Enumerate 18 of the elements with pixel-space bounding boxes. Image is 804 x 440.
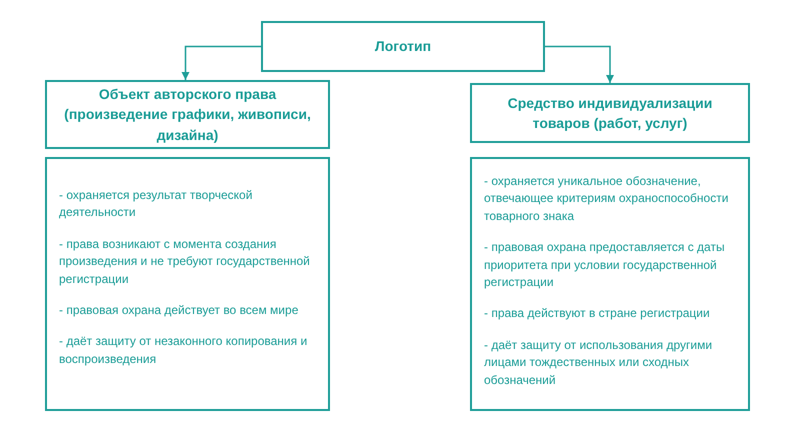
arrow <box>545 46 614 83</box>
arrow <box>182 46 261 80</box>
bullet-text: - права возникают с момента создания произведения и не требуют государственной регистрации <box>59 236 311 288</box>
bullet-text: - охраняется уникальное обозначение, отвечающее критериям охраноспособности товарного знака <box>484 173 730 225</box>
text-box <box>45 157 330 411</box>
bullet-text: - охраняется результат творческой деятельности <box>59 187 254 222</box>
heading-text: Средство индивидуализации товаров (работ, услуг) <box>506 94 714 133</box>
bullet-text: - правовая охрана предоставляется с даты приоритета при условии государственной регистрации <box>484 239 726 291</box>
bullet-text: - даёт защиту от использования другими лицами тождественных или сходных обозначений <box>484 336 714 389</box>
text-box <box>470 157 750 411</box>
heading-box <box>470 83 750 143</box>
bullet-text: - права действуют в стране регистрации <box>484 305 711 322</box>
heading-text: Объект авторского права (произведение графики, живописи, дизайна) <box>63 85 312 145</box>
heading-box <box>261 21 545 72</box>
heading-text: Логотип <box>374 37 432 56</box>
heading-box <box>45 80 330 149</box>
bullet-text: - правовая охрана действует во всем мире <box>59 302 300 319</box>
bullet-text: - даёт защиту от незаконного копирования и воспроизведения <box>59 333 308 368</box>
